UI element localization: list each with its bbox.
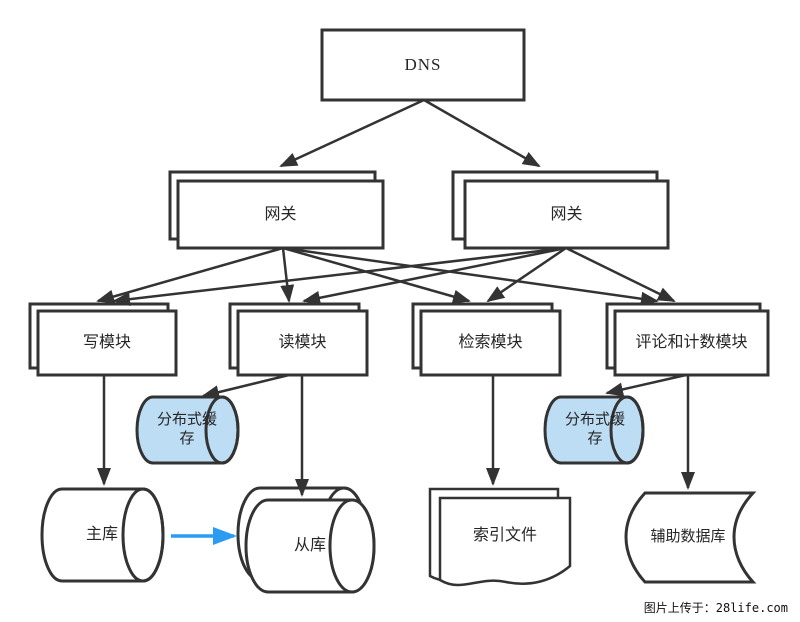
- write-module-box: [36, 309, 178, 377]
- edge-comment-cacheright: [605, 373, 687, 397]
- edge-gwleft-write: [96, 246, 284, 304]
- dns-box: [320, 28, 526, 102]
- edge-gwright-read: [302, 246, 567, 305]
- cache-left-cylinder: [135, 395, 240, 465]
- comment-module-box: [613, 309, 770, 377]
- gateway-left-box: [176, 179, 385, 250]
- edge-gwleft-read: [280, 247, 295, 303]
- watermark-text: 图片上传于：28life.com: [643, 601, 788, 615]
- node-shapes: [28, 28, 770, 377]
- edge-gwright-comment: [565, 246, 676, 303]
- edge-gwleft-search: [282, 246, 471, 304]
- edge-gwright-search: [486, 246, 567, 303]
- aux-db-shape: [624, 491, 757, 584]
- cache-shapes: [135, 395, 645, 465]
- diagram-edges: [96, 98, 695, 497]
- cache-left-cylinder-rim: [204, 395, 240, 465]
- master-db-cylinder: [40, 487, 165, 583]
- edge-read-cacheleft: [201, 373, 290, 400]
- edge-dns-gateway-right: [423, 98, 541, 168]
- gateway-right-box: [463, 179, 670, 250]
- edge-gwleft-comment: [282, 246, 659, 306]
- edge-dns-gateway-left: [279, 98, 425, 168]
- cache-right-cylinder-rim: [609, 395, 645, 465]
- master-db-cylinder-rim: [121, 487, 165, 583]
- read-module-box: [236, 309, 369, 377]
- cache-right-cylinder: [543, 395, 645, 465]
- search-module-box: [419, 309, 562, 377]
- edge-gwright-write: [112, 246, 567, 307]
- storage-shapes: [40, 486, 757, 594]
- slave-db-cylinder-rim: [328, 498, 376, 594]
- index-file-doc: [438, 496, 572, 587]
